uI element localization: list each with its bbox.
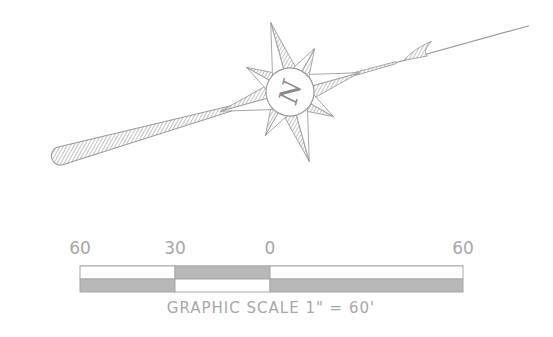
scale-caption: GRAPHIC SCALE 1" = 60' [167,301,375,316]
compass-star [201,3,378,180]
needle-tail [49,91,263,167]
scale-tick-label: 30 [164,240,186,257]
scale-tick-label: 60 [69,240,91,257]
needle-lobe [401,41,435,62]
graphic-scale-bar [80,266,463,292]
compass-circle [260,62,319,121]
scale-tick-label: 0 [265,240,276,257]
scale-tick-label: 60 [452,240,474,257]
north-arrow [32,0,548,227]
